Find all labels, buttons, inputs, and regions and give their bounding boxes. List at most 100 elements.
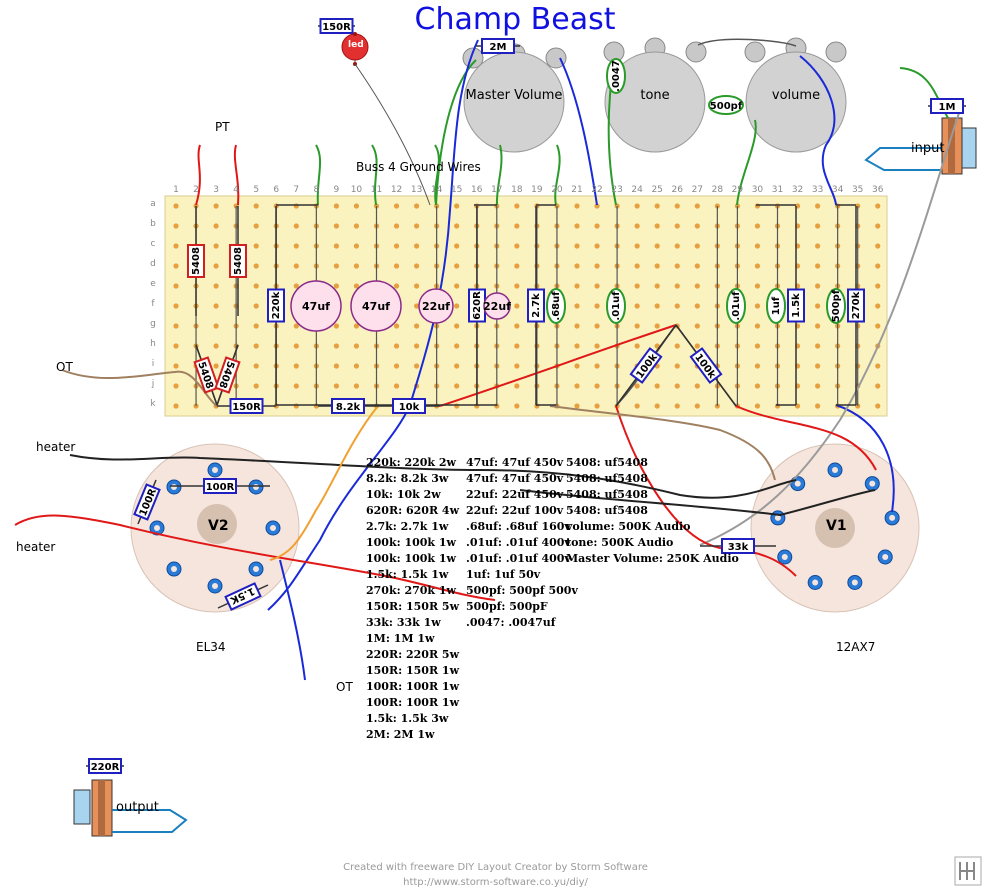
column-number: 1 — [173, 185, 179, 195]
output-jack[interactable] — [73, 779, 188, 837]
legend-line: 1M: 1M 1w — [366, 632, 435, 645]
svg-text:.01uf: .01uf — [611, 291, 622, 321]
svg-text:1uf: 1uf — [771, 296, 782, 315]
resistor-1-5k-b: 1.5K — [217, 582, 269, 611]
column-number: 28 — [711, 185, 724, 195]
master-volume-pot[interactable] — [462, 43, 567, 153]
legend-line: tone: 500K Audio — [566, 536, 674, 549]
legend-line: 100R: 100R 1w — [366, 696, 460, 709]
input-jack[interactable] — [864, 117, 977, 175]
v2-label: V2 — [208, 518, 229, 534]
resistor-220k: 220k — [267, 206, 285, 405]
legend-line: .68uf: .68uf 160v — [466, 520, 571, 533]
legend-line: 5408: uf5408 — [566, 456, 648, 469]
svg-text:150R: 150R — [322, 22, 351, 33]
heater-bottom-label: heater — [16, 540, 56, 554]
column-number: 25 — [651, 185, 663, 195]
row-letter: g — [150, 319, 156, 329]
el34-center — [197, 504, 237, 544]
svg-text:.01uf: .01uf — [731, 291, 742, 321]
svg-text:5408: 5408 — [191, 247, 202, 275]
svg-text:2M: 2M — [490, 42, 507, 53]
svg-text:500pf: 500pf — [710, 101, 743, 112]
output-label: output — [116, 800, 159, 815]
column-number: 35 — [851, 185, 864, 195]
column-number: 15 — [450, 185, 463, 195]
diode-d4: 5408 — [214, 344, 241, 406]
column-number: 22 — [591, 185, 603, 195]
resistor-1-5k: 1.5k — [787, 206, 805, 405]
row-letter: h — [150, 339, 156, 349]
page-title: Champ Beast — [414, 2, 616, 37]
svg-text:47uf: 47uf — [302, 300, 330, 313]
svg-text:270k: 270k — [851, 291, 862, 319]
column-number: 26 — [671, 185, 683, 195]
v1-label: V1 — [826, 518, 847, 534]
tone-pot[interactable] — [603, 37, 707, 153]
legend-line: 1.5k: 1.5k 3w — [366, 712, 449, 725]
ot-bottom-label: OT — [336, 680, 353, 694]
column-number: 29 — [731, 185, 744, 195]
input-label: input — [911, 141, 945, 156]
column-number: 18 — [511, 185, 523, 195]
cap-01uf-2: .01uf — [726, 288, 746, 324]
cap-01uf-1: .01uf — [606, 288, 626, 324]
column-number: 4 — [233, 185, 239, 195]
svg-text:22uf: 22uf — [483, 300, 511, 313]
wires — [14, 38, 961, 681]
column-number: 5 — [253, 185, 260, 195]
resistor-100k-2: 100k — [675, 324, 737, 407]
legend-line: Master Volume: 250K Audio — [566, 552, 739, 565]
resistor-620r: 620R — [468, 206, 486, 405]
svg-text:1M: 1M — [939, 102, 956, 113]
svg-text:620R: 620R — [472, 291, 483, 320]
svg-text:47uf: 47uf — [362, 300, 390, 313]
column-number: 11 — [370, 185, 383, 195]
row-letter: j — [151, 379, 155, 389]
diy-logo-icon — [954, 856, 982, 886]
svg-text:500pf: 500pf — [831, 289, 842, 322]
led — [341, 32, 369, 66]
svg-text:8.2k: 8.2k — [336, 402, 361, 413]
legend-line: 5408: uf5408 — [566, 504, 648, 517]
column-number: 24 — [631, 185, 643, 195]
resistor-33k: 33k — [700, 538, 776, 554]
svg-text:.68uf: .68uf — [551, 291, 562, 321]
resistor-100r-b: 100R — [133, 479, 161, 525]
column-number: 34 — [831, 185, 844, 195]
column-number: 14 — [430, 185, 443, 195]
cap-500pf-top: 500pf — [708, 95, 744, 115]
resistor-150r-led: 150R — [318, 18, 355, 34]
column-number: 17 — [491, 185, 503, 195]
column-number: 20 — [551, 185, 563, 195]
legend-line: 220R: 220R 5w — [366, 648, 460, 661]
svg-text:5408: 5408 — [233, 247, 244, 275]
svg-text:33k: 33k — [728, 542, 749, 553]
legend-line: .01uf: .01uf 400v — [466, 536, 571, 549]
legend-line: 47uf: 47uf 450v — [466, 456, 564, 469]
svg-text:1.5k: 1.5k — [791, 293, 802, 318]
column-number: 8 — [313, 185, 320, 195]
legend-line: 22uf: 22uf 100v — [466, 504, 564, 517]
legend-line: 500pf: 500pf 500v — [466, 584, 578, 597]
svg-text:220k: 220k — [271, 291, 282, 319]
column-number: 21 — [571, 185, 583, 195]
column-number: 12 — [390, 185, 403, 195]
legend-line: volume: 500K Audio — [566, 520, 691, 533]
column-number: 7 — [293, 185, 300, 195]
legend-line: 2M: 2M 1w — [366, 728, 435, 741]
resistor-100r-a: 100R — [170, 478, 270, 494]
diode-d1: 5408 — [187, 206, 205, 316]
legend-line: 220k: 220k 2w — [366, 456, 457, 469]
svg-text:22uf: 22uf — [422, 300, 450, 313]
column-number: 31 — [771, 185, 784, 195]
resistor-100k-1: 100k — [615, 324, 677, 407]
resistor-270k: 270k — [847, 206, 865, 405]
legend-line: 10k: 10k 2w — [366, 488, 441, 501]
cap-500pf: 500pf — [826, 288, 846, 324]
resistor-150r: 150R — [217, 398, 276, 414]
svg-text:10k: 10k — [399, 402, 420, 413]
svg-text:220R: 220R — [91, 762, 120, 773]
row-letter: d — [150, 259, 156, 269]
